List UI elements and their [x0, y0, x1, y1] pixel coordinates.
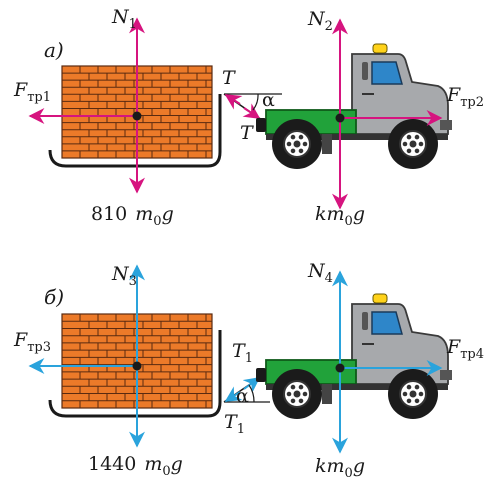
- wheel-bolt: [302, 141, 308, 147]
- label-weight-b-right: km0g: [315, 455, 365, 481]
- sled-b: [48, 330, 222, 418]
- label-N3: N3: [111, 263, 137, 289]
- angle-arc-a: [252, 93, 259, 111]
- wheel-bolt: [406, 398, 412, 404]
- angle-arc-b: [248, 384, 255, 403]
- wheel-bolt: [290, 384, 296, 390]
- truck-chassis: [266, 134, 448, 140]
- truck-window: [371, 61, 403, 85]
- hitch-a: [256, 118, 266, 132]
- wheel-bolt: [298, 384, 304, 390]
- center-dot-a-right: [335, 113, 345, 123]
- truck-bumper: [440, 120, 452, 130]
- arrow-T-bottom: [242, 103, 261, 119]
- label-N2: N2: [307, 8, 333, 34]
- beacon-light: [372, 43, 388, 54]
- wheel-bolt: [298, 134, 304, 140]
- wheel-bolt: [406, 384, 412, 390]
- truck-mirror: [362, 312, 368, 330]
- label-T-bottom: T: [240, 122, 254, 144]
- truck-chassis: [266, 384, 448, 390]
- label-Ftr3: Fтр3: [13, 329, 51, 355]
- wheel-bolt: [302, 391, 308, 397]
- label-Ftr1: Fтр1: [13, 79, 51, 105]
- sled-a: [48, 94, 222, 168]
- panel-label-b: б): [44, 285, 64, 309]
- label-alpha-a: α: [262, 89, 275, 111]
- wheel-bolt: [418, 141, 424, 147]
- wheel-bolt: [418, 391, 424, 397]
- truck-b: [265, 293, 452, 419]
- center-dot-b-right: [335, 363, 345, 373]
- arrow-T1-bottom: [224, 386, 243, 402]
- wheel-bolt: [290, 398, 296, 404]
- panel-label-a: а): [44, 38, 64, 62]
- label-Ftr2: Fтр2: [446, 84, 484, 110]
- mud-flap: [322, 134, 332, 154]
- truck-a: [265, 43, 452, 169]
- wheel-bolt: [298, 148, 304, 154]
- wheel-bolt: [286, 141, 292, 147]
- center-dot-a-left: [132, 111, 142, 121]
- mud-flap: [322, 384, 332, 404]
- wheel-bolt: [414, 384, 420, 390]
- truck-bumper: [440, 370, 452, 380]
- wheel-bolt: [414, 148, 420, 154]
- wheel-bolt: [298, 398, 304, 404]
- wheel-bolt: [406, 134, 412, 140]
- hitch-b: [256, 368, 266, 382]
- label-Ftr4: Fтр4: [446, 336, 484, 362]
- wheel-bolt: [290, 134, 296, 140]
- beacon-light: [372, 293, 388, 304]
- wheel-center: [293, 390, 301, 398]
- arrow-T-top: [224, 94, 243, 110]
- wheel-bolt: [290, 148, 296, 154]
- wheel-bolt: [406, 148, 412, 154]
- center-dot-b-left: [132, 361, 142, 371]
- wheel-bolt: [414, 134, 420, 140]
- label-T1-bottom: T1: [224, 411, 245, 437]
- label-N4: N4: [307, 260, 333, 286]
- truck-window: [371, 311, 403, 335]
- label-T1-top: T1: [232, 340, 253, 366]
- truck-mirror: [362, 62, 368, 80]
- wheel-bolt: [286, 391, 292, 397]
- label-alpha-b: α: [236, 385, 249, 407]
- wheel-bolt: [402, 141, 408, 147]
- label-N1: N1: [111, 6, 137, 32]
- label-weight-a-right: km0g: [315, 203, 365, 229]
- wheel-center: [409, 390, 417, 398]
- wheel-center: [409, 140, 417, 148]
- wheel-bolt: [402, 391, 408, 397]
- wheel-bolt: [414, 398, 420, 404]
- wheel-center: [293, 140, 301, 148]
- label-T-top: T: [222, 67, 236, 89]
